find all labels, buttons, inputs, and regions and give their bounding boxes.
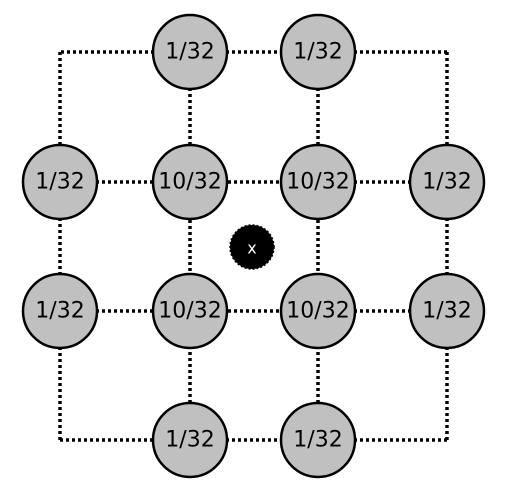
node-bottom-right: 1/32 [279, 401, 357, 479]
node-label: 10/32 [158, 299, 221, 324]
node-label: 1/32 [165, 40, 214, 65]
node-label: 1/32 [293, 40, 342, 65]
node-lower-inner-right: 10/32 [279, 272, 357, 350]
node-top-right: 1/32 [279, 13, 357, 91]
node-lower-far-left: 1/32 [21, 272, 99, 350]
node-lower-inner-left: 10/32 [151, 272, 229, 350]
node-label: 1/32 [35, 299, 84, 324]
node-label: 1/32 [293, 428, 342, 453]
node-upper-inner-right: 10/32 [279, 143, 357, 221]
node-top-left: 1/32 [151, 13, 229, 91]
center-marker [229, 224, 275, 270]
node-label: 1/32 [422, 299, 471, 324]
node-label: 1/32 [422, 170, 471, 195]
node-label: 1/32 [165, 428, 214, 453]
nodes: 1/32 1/32 1/32 10/32 10/32 1/32 1/32 10 [21, 13, 486, 479]
node-upper-inner-left: 10/32 [151, 143, 229, 221]
node-label: 1/32 [35, 170, 84, 195]
node-label: 10/32 [158, 170, 221, 195]
node-lower-far-right: 1/32 [408, 272, 486, 350]
center-label: x [247, 239, 256, 258]
center-point: x [229, 224, 275, 270]
node-upper-far-right: 1/32 [408, 143, 486, 221]
node-label: 10/32 [286, 299, 349, 324]
node-bottom-left: 1/32 [151, 401, 229, 479]
node-upper-far-left: 1/32 [21, 143, 99, 221]
node-label: 10/32 [286, 170, 349, 195]
